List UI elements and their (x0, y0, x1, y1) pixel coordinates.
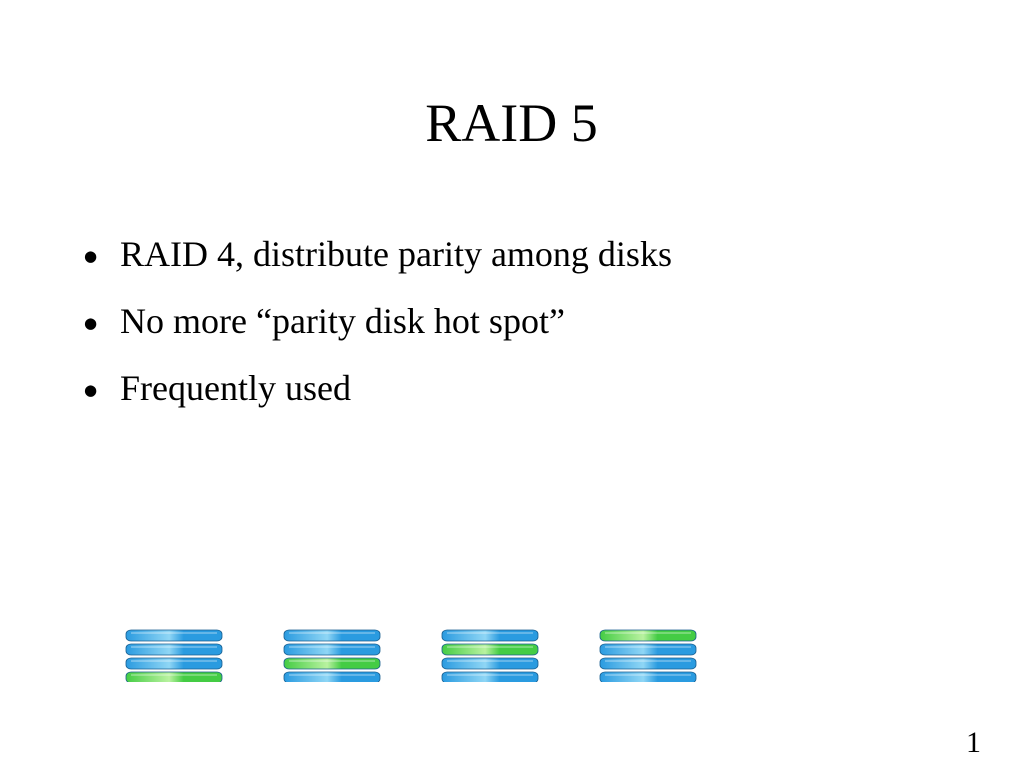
bullet-list: ● RAID 4, distribute parity among disks … (84, 220, 672, 421)
bullet-item: ● No more “parity disk hot spot” (84, 287, 672, 354)
data-platter (283, 643, 381, 656)
data-platter (441, 671, 539, 682)
disk-stack-icon (599, 629, 697, 682)
data-platter (125, 629, 223, 642)
data-platter (441, 629, 539, 642)
parity-platter (441, 643, 539, 656)
parity-platter (283, 657, 381, 670)
data-platter (125, 657, 223, 670)
slide-title: RAID 5 (425, 93, 598, 153)
bullet-text: RAID 4, distribute parity among disks (120, 233, 672, 274)
page-number: 1 (966, 726, 981, 759)
bullet-icon: ● (84, 313, 98, 332)
disk-stack-icon (441, 629, 539, 682)
bullet-icon: ● (84, 380, 98, 399)
bullet-text: Frequently used (120, 367, 351, 408)
bullet-text: No more “parity disk hot spot” (120, 300, 565, 341)
parity-platter (599, 629, 697, 642)
data-platter (125, 643, 223, 656)
disk-stack-icon (125, 629, 223, 682)
data-platter (283, 671, 381, 682)
disk-array-illustration (0, 626, 1023, 686)
disk-stack-icon (283, 629, 381, 682)
parity-platter (125, 671, 223, 682)
data-platter (599, 657, 697, 670)
data-platter (283, 629, 381, 642)
data-platter (441, 657, 539, 670)
data-platter (599, 671, 697, 682)
bullet-item: ● Frequently used (84, 354, 672, 421)
data-platter (599, 643, 697, 656)
bullet-icon: ● (84, 246, 98, 265)
bullet-item: ● RAID 4, distribute parity among disks (84, 220, 672, 287)
